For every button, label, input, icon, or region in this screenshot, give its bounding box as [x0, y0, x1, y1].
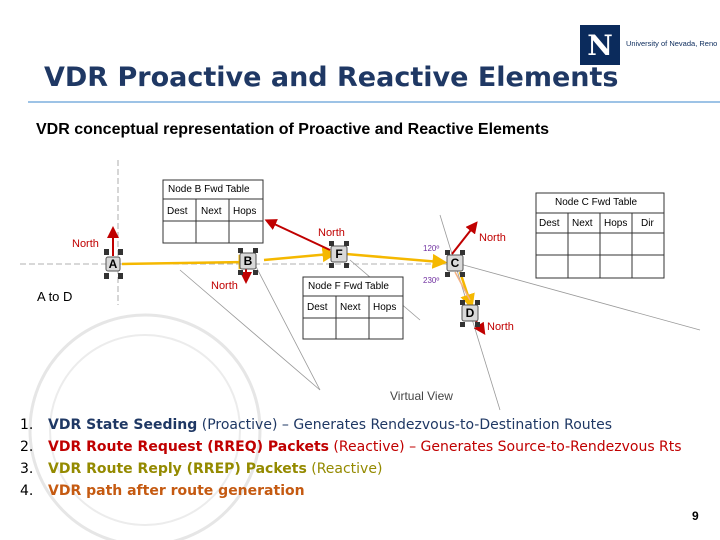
- seal-watermark: [28, 313, 262, 540]
- node-b-table-caption: Node B Fwd Table: [168, 184, 250, 195]
- list-item-bold: VDR Route Reply (RREP) Packets: [48, 461, 307, 477]
- list-item-bold: VDR State Seeding: [48, 417, 198, 433]
- node-f-col-dest: Dest: [307, 302, 328, 313]
- node-c-table: [535, 192, 665, 279]
- angle-230-label: 230º: [423, 276, 440, 285]
- north-label-a: North: [72, 238, 99, 250]
- node-c-col-next: Next: [572, 218, 593, 229]
- vehicle-nodes: [105, 245, 479, 322]
- node-f-table-caption: Node F Fwd Table: [308, 281, 389, 292]
- node-b-col-hops: Hops: [233, 206, 257, 217]
- university-name: University of Nevada, Reno: [626, 39, 718, 48]
- list-item-text: (Proactive) – Generates Rendezvous-to-De…: [197, 417, 613, 433]
- title-divider: [28, 101, 720, 103]
- list-number: 2.: [20, 439, 34, 455]
- north-label-f: North: [318, 227, 345, 239]
- node-f: F: [335, 247, 343, 261]
- node-b: B: [243, 254, 253, 268]
- node-f-table: [302, 276, 404, 340]
- node-d: D: [465, 306, 475, 320]
- node-c: C: [450, 256, 460, 270]
- north-label-b: North: [211, 280, 238, 292]
- node-b-table: [162, 179, 264, 244]
- node-c-col-dir: Dir: [641, 218, 654, 229]
- slide-subtitle: VDR conceptual representation of Proacti…: [36, 121, 550, 138]
- list-number: 4.: [20, 483, 34, 499]
- element-list: 1. VDR State Seeding (Proactive) – Genera…: [20, 414, 682, 502]
- list-item: 1. VDR State Seeding (Proactive) – Genera…: [20, 414, 682, 436]
- list-item: 3. VDR Route Reply (RREP) Packets (Reacti…: [20, 458, 682, 480]
- node-c-col-hops: Hops: [604, 218, 628, 229]
- list-item: 2. VDR Route Request (RREQ) Packets (Reac…: [20, 436, 682, 458]
- list-number: 1.: [20, 417, 34, 433]
- university-logo: N: [580, 25, 620, 65]
- list-item-text: (Reactive) – Generates Source-to-Rendezv…: [328, 439, 682, 455]
- list-item: 4. VDR path after route generation: [20, 480, 682, 502]
- north-label-d: North: [487, 321, 514, 333]
- node-c-col-dest: Dest: [539, 218, 560, 229]
- path-arrows: [121, 247, 475, 310]
- slide-title: VDR Proactive and Reactive Elements: [44, 62, 619, 93]
- node-b-col-dest: Dest: [167, 206, 188, 217]
- node-c-table-caption: Node C Fwd Table: [555, 197, 638, 208]
- node-wheels: [104, 241, 480, 327]
- list-item-text: (Reactive): [306, 461, 383, 477]
- node-a: A: [108, 257, 118, 271]
- virtual-view-label: Virtual View: [390, 389, 453, 403]
- list-item-bold: VDR path after route generation: [48, 483, 305, 499]
- rreq-rrep-arrows: [454, 271, 471, 301]
- node-f-col-hops: Hops: [373, 302, 397, 313]
- list-number: 3.: [20, 461, 34, 477]
- node-b-col-next: Next: [201, 206, 222, 217]
- node-f-col-next: Next: [340, 302, 361, 313]
- a-to-d-label: A to D: [37, 289, 73, 304]
- angle-120-label: 120º: [423, 244, 440, 253]
- north-label-c: North: [479, 232, 506, 244]
- list-item-bold: VDR Route Request (RREQ) Packets: [48, 439, 329, 455]
- page-number: 9: [692, 509, 699, 523]
